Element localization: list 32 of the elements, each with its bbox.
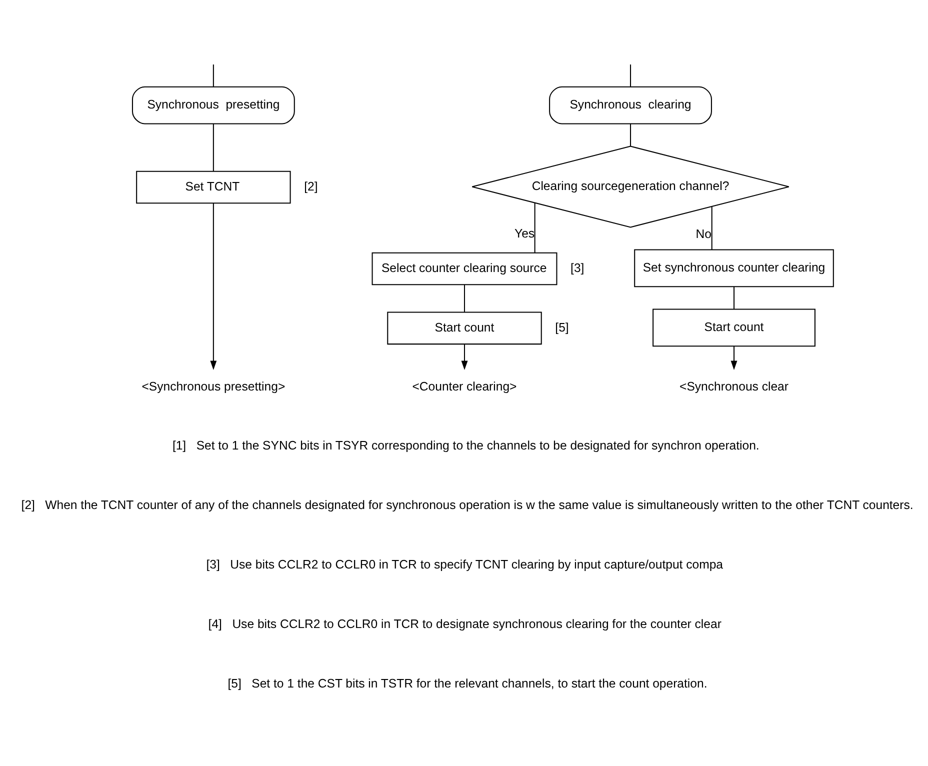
connector: [710, 206, 712, 250]
node-box: Start count: [386, 312, 542, 345]
connector: [733, 286, 734, 309]
arrow: [730, 346, 737, 370]
connector: [534, 203, 535, 253]
label: [3] Use bits CCLR2 to CCLR0 in TCR to specify TCNT clearing by input capture/output compa: [206, 558, 722, 572]
node-box: Synchronous presetting: [131, 86, 294, 124]
node-box: Synchronous clearing: [548, 86, 712, 124]
label: [4] Use bits CCLR2 to CCLR0 in TCR to designate synchronous clearing for the counter clear: [208, 617, 721, 632]
node-label: [3]: [570, 260, 584, 275]
connector: [212, 64, 214, 87]
node-box: Start count: [652, 308, 815, 347]
node-text: <Synchronous clear: [679, 379, 788, 394]
edge-label: No: [695, 226, 712, 241]
node-label: [5]: [554, 320, 568, 334]
node-diamond: Clearing sourcegeneration channel?: [471, 146, 789, 228]
arrow: [460, 344, 468, 370]
connector: [630, 64, 631, 87]
node-label: [2]: [304, 179, 318, 194]
connector: [630, 124, 631, 146]
node-text: <Counter clearing>: [412, 379, 516, 394]
label: [1] Set to 1 the SYNC bits in TSYR corresponding to the channels to be designated for synchron operation.: [172, 438, 759, 453]
node-box: Set synchronous counter clearing: [634, 249, 834, 288]
label: [5] Set to 1 the CST bits in TSTR for the relevant channels, to start the count operation.: [227, 676, 707, 690]
node-box: Set TCNT: [136, 170, 290, 204]
connector: [463, 284, 465, 312]
connector: [212, 124, 214, 172]
node-text: <Synchronous presetting>: [141, 379, 285, 394]
arrow: [210, 203, 216, 370]
label: [2] When the TCNT counter of any of the channels designated for synchronous operation is w the same value is simultaneously written to the other TCNT counters.: [20, 498, 913, 512]
node-box: Select counter clearing source: [371, 252, 557, 286]
edge-label: Yes: [514, 226, 534, 241]
